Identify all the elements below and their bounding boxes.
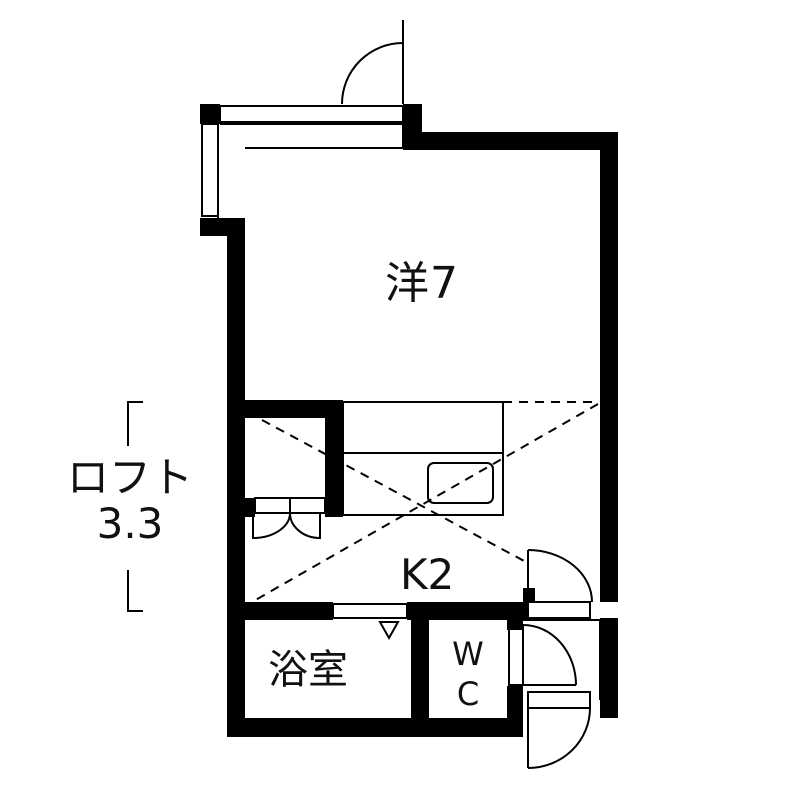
- loft-brackets: [127, 401, 143, 612]
- loft-size: 3.3: [96, 499, 164, 548]
- room-label-wc: W C: [448, 634, 488, 714]
- room-label-kitchen: K2: [400, 550, 455, 599]
- wc-letter-w: W: [452, 635, 484, 673]
- room-label-western: 洋7: [385, 258, 459, 309]
- loft-label-text: ロフト: [66, 453, 193, 502]
- wc-letter-c: C: [456, 675, 480, 713]
- loft-label: ロフト 3.3: [60, 455, 200, 547]
- loft-outline: [251, 401, 599, 603]
- room-label-bath: 浴室: [268, 647, 348, 693]
- fixtures: [201, 20, 601, 769]
